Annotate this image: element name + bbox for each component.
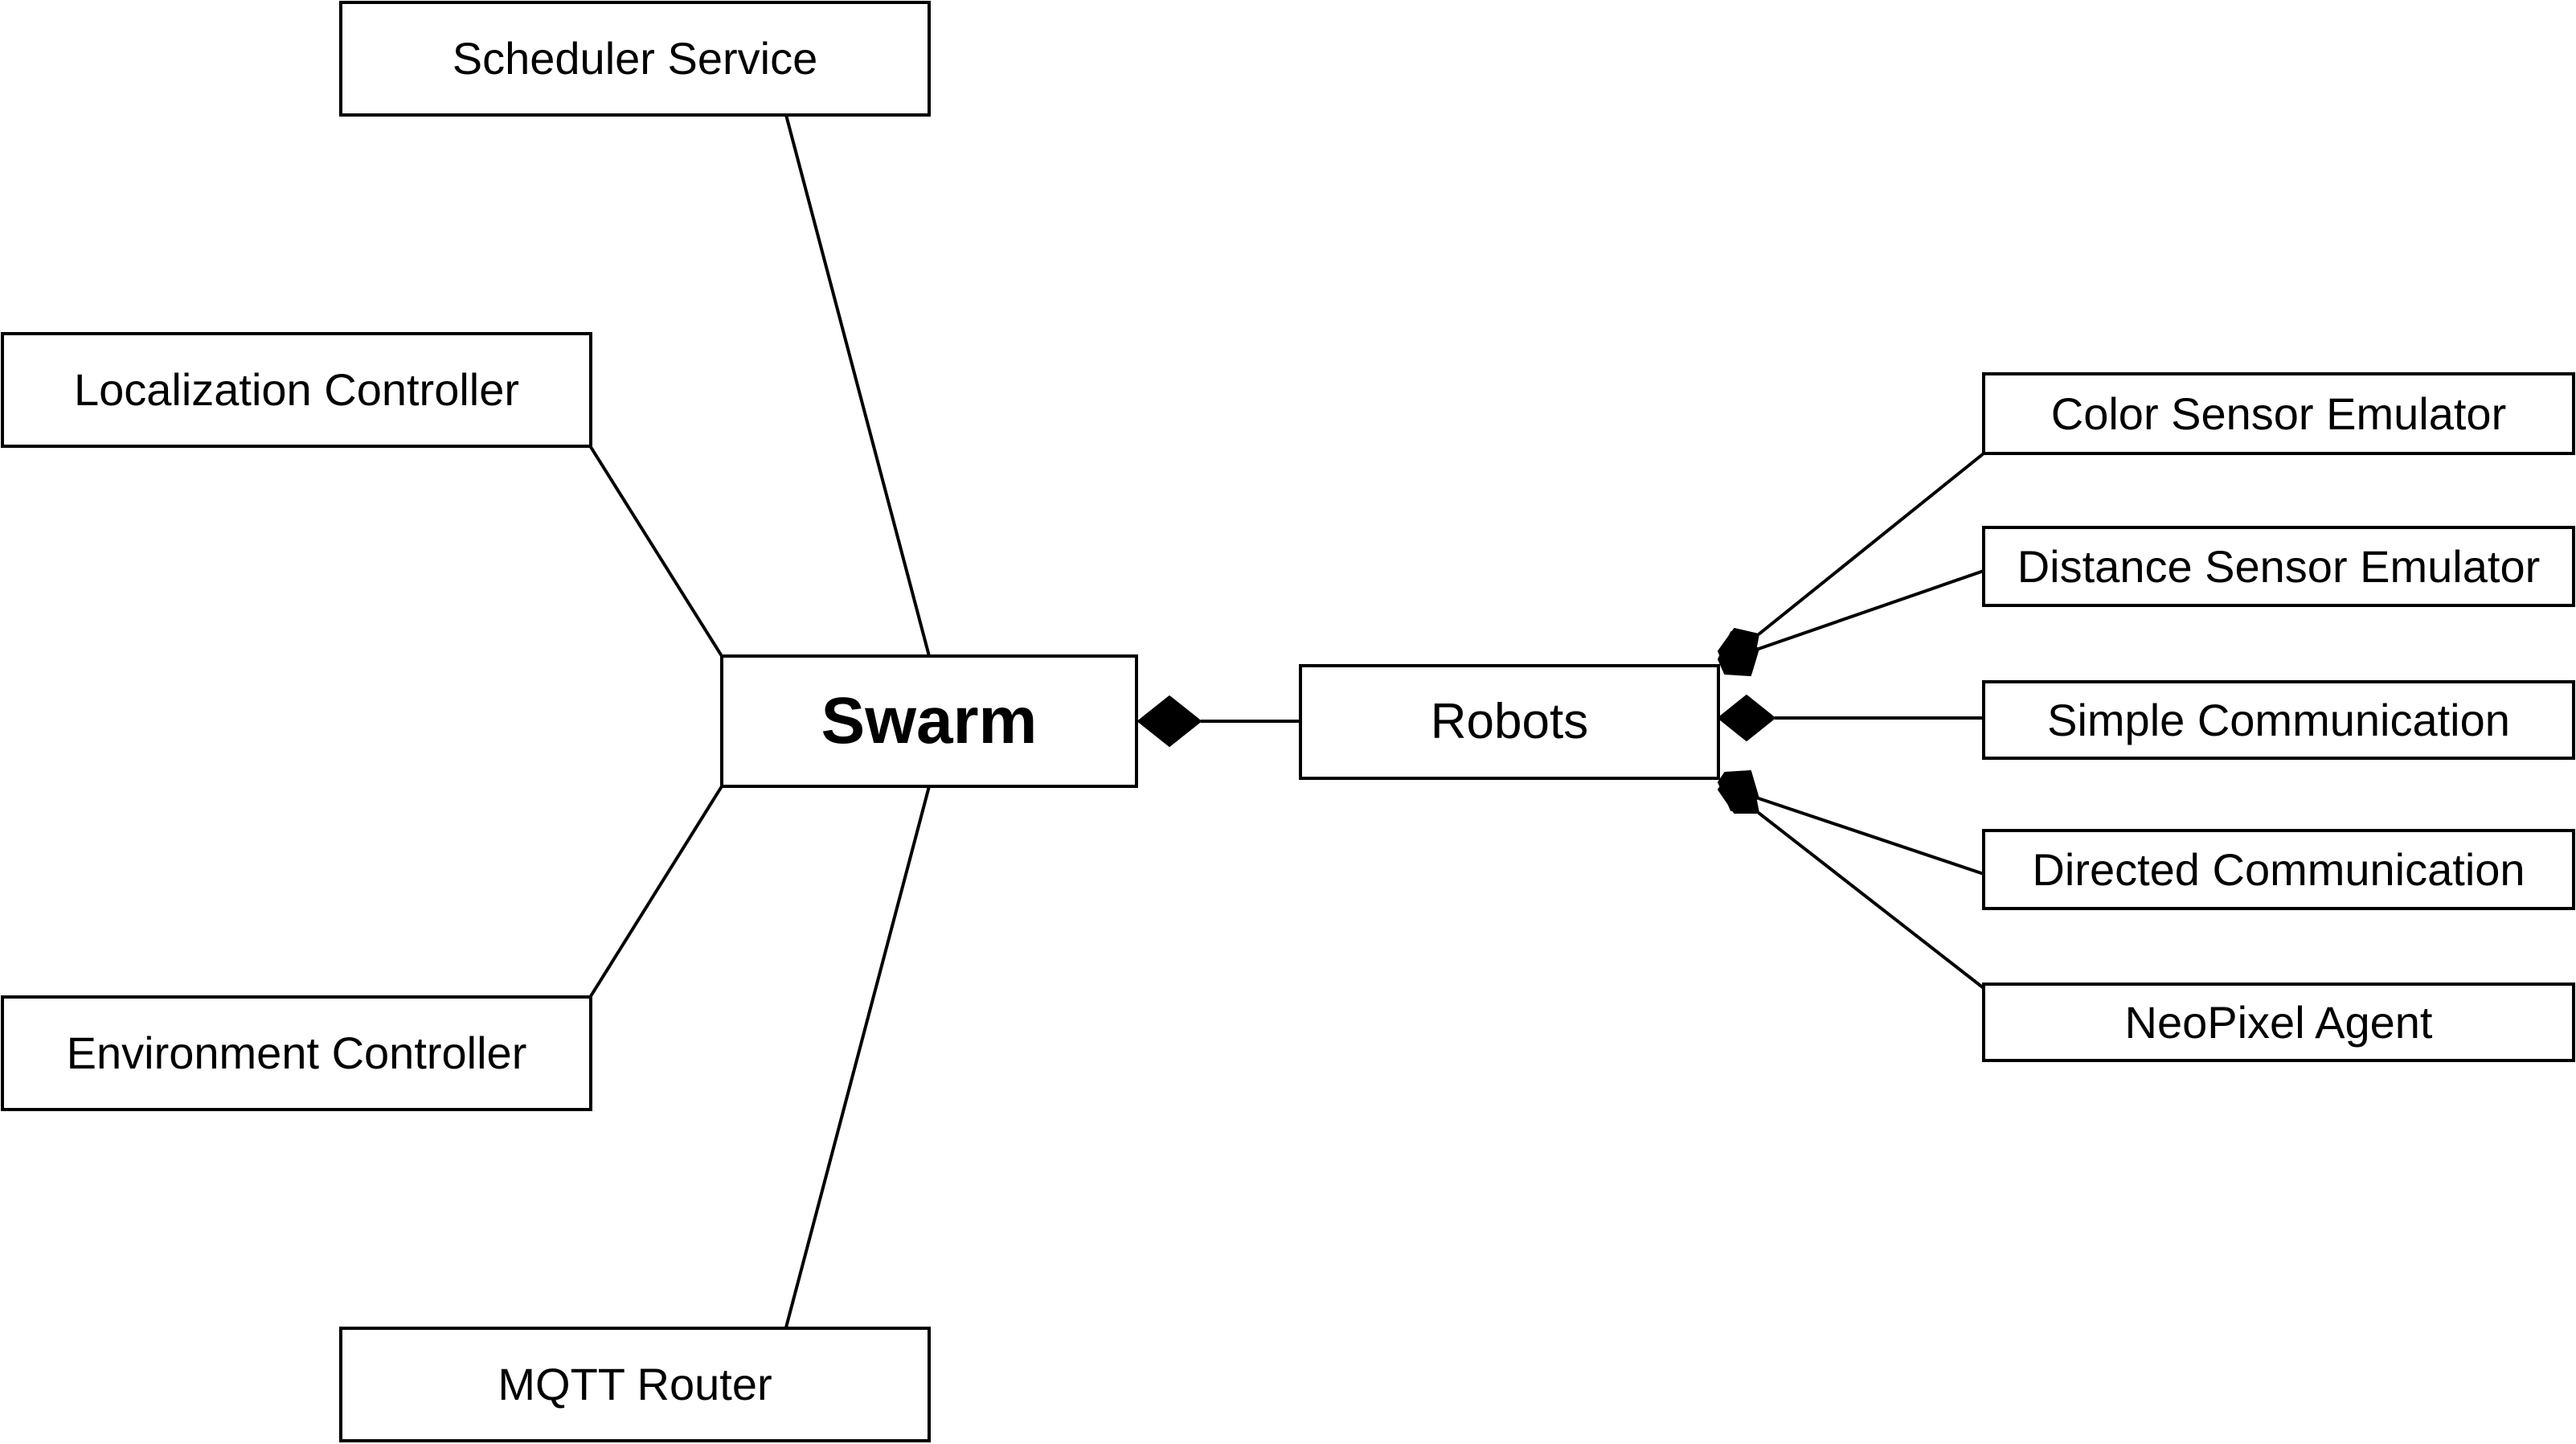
environment-controller-label: Environment Controller bbox=[66, 1028, 527, 1078]
swarm-box: Swarm bbox=[720, 654, 1138, 788]
directed-communication-box: Directed Communication bbox=[1982, 829, 2575, 910]
color-sensor-emulator-box: Color Sensor Emulator bbox=[1982, 372, 2575, 455]
localization-controller-box: Localization Controller bbox=[1, 332, 592, 448]
swarm-label: Swarm bbox=[821, 684, 1038, 757]
connector-swarm-scheduler bbox=[784, 114, 931, 657]
connector-swarm-localization bbox=[589, 445, 723, 658]
mqtt-router-box: MQTT Router bbox=[339, 1327, 931, 1442]
connector-robots-distance-sensor bbox=[1758, 569, 1984, 650]
composition-diamond-robots-neopixel bbox=[1718, 779, 1759, 814]
connector-robots-directed-comm bbox=[1758, 797, 1984, 876]
connector-robots-color-sensor bbox=[1757, 452, 1985, 636]
environment-controller-box: Environment Controller bbox=[1, 995, 592, 1111]
localization-controller-label: Localization Controller bbox=[73, 364, 520, 415]
robots-label: Robots bbox=[1430, 694, 1589, 749]
scheduler-service-label: Scheduler Service bbox=[452, 33, 818, 84]
mqtt-router-label: MQTT Router bbox=[498, 1359, 772, 1409]
neopixel-agent-label: NeoPixel Agent bbox=[2124, 996, 2433, 1048]
distance-sensor-emulator-box: Distance Sensor Emulator bbox=[1982, 526, 2575, 607]
simple-communication-label: Simple Communication bbox=[2047, 694, 2510, 745]
color-sensor-emulator-label: Color Sensor Emulator bbox=[2050, 388, 2507, 439]
connector-swarm-environment bbox=[589, 785, 723, 998]
scheduler-service-box: Scheduler Service bbox=[339, 1, 931, 117]
distance-sensor-emulator-label: Distance Sensor Emulator bbox=[2017, 540, 2541, 592]
composition-diamond-robots-simple-comm bbox=[1718, 695, 1775, 741]
robots-box: Robots bbox=[1299, 664, 1720, 780]
neopixel-agent-box: NeoPixel Agent bbox=[1982, 982, 2575, 1062]
directed-communication-label: Directed Communication bbox=[2032, 843, 2525, 895]
connector-swarm-mqtt bbox=[784, 786, 931, 1328]
composition-diamond-swarm-robots bbox=[1137, 695, 1202, 747]
simple-communication-box: Simple Communication bbox=[1982, 680, 2575, 760]
connector-robots-neopixel bbox=[1757, 811, 1985, 990]
composition-diamond-robots-distance-sensor bbox=[1718, 631, 1759, 676]
